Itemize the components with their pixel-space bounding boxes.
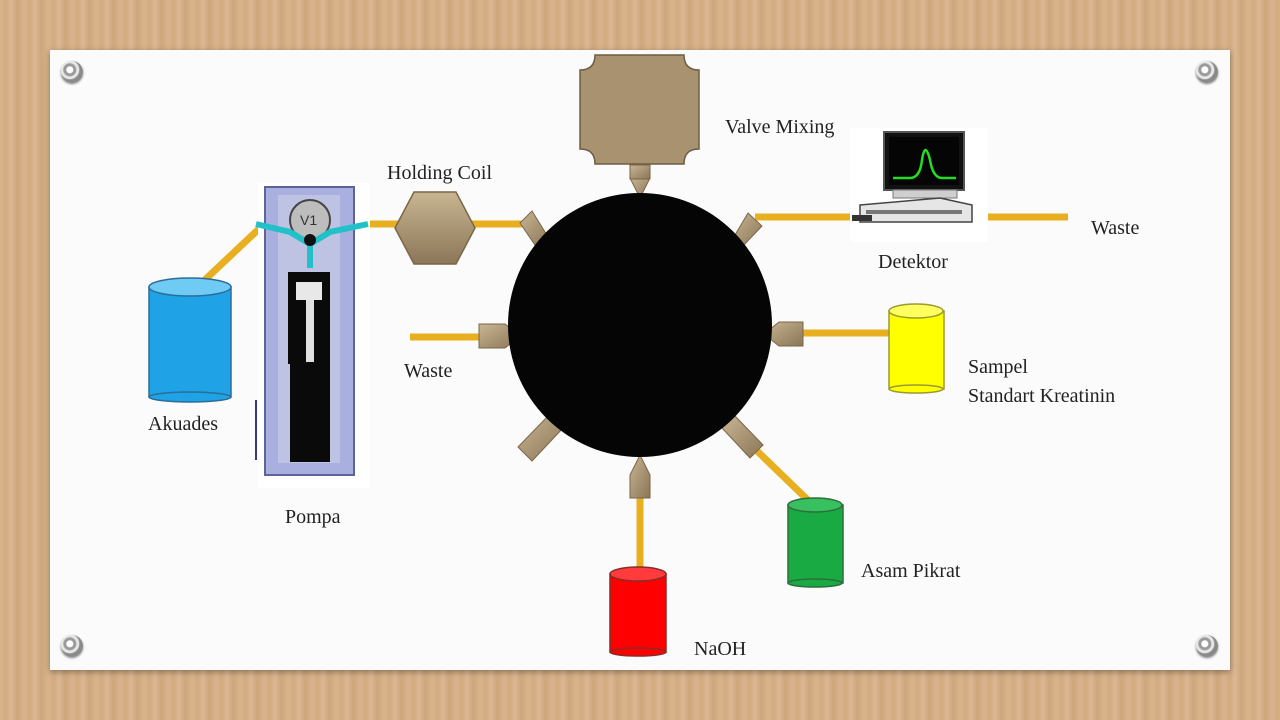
selection-valve [508,193,772,457]
tube-valve-to-asam-pikrat [751,445,816,508]
label-asam-pikrat: Asam Pikrat [861,560,961,582]
screw-icon [1196,635,1218,657]
screw-icon [1196,61,1218,83]
container-naoh [609,566,667,657]
screw-icon [61,61,83,83]
container-sampel [888,303,945,394]
label-holding-coil: Holding Coil [387,162,493,184]
label-standart-kreatinin: Standart Kreatinin [968,385,1116,407]
tubing [189,213,1068,572]
label-waste-left: Waste [404,360,453,382]
label-detektor: Detektor [878,251,948,273]
pump-badge: V1 [300,212,317,228]
label-pompa: Pompa [285,506,341,528]
label-valve-mixing: Valve Mixing [725,116,835,138]
port-right [763,321,804,347]
pump-icon: V1 [255,183,370,488]
container-akuades [148,277,232,403]
screw-icon [61,635,83,657]
holding-coil-icon [394,191,476,265]
label-naoh: NaOH [694,638,747,660]
label-sampel: Sampel [968,356,1028,378]
container-asam-pikrat [787,497,844,588]
port-bottom [629,453,651,499]
label-akuades: Akuades [148,413,218,435]
label-waste-right: Waste [1091,217,1140,239]
valve-mixing-block [579,54,700,165]
detektor-icon [850,128,988,242]
port-top-stem [629,164,651,180]
